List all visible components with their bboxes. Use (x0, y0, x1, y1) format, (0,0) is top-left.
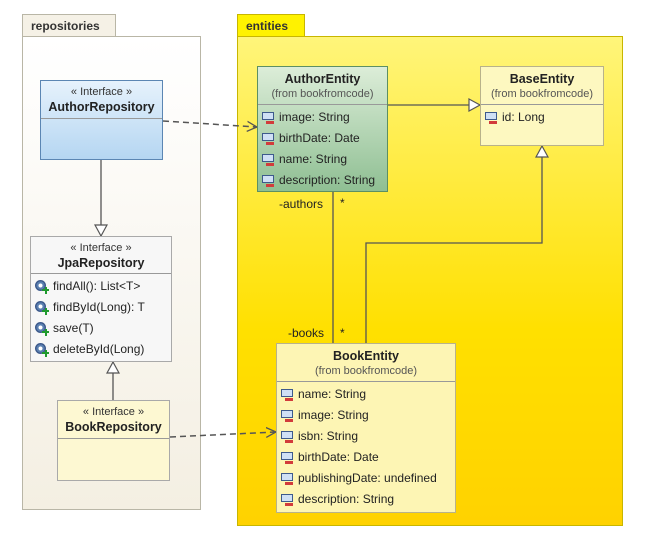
attributes-compartment: image: String birthDate: Date name: Stri… (258, 104, 387, 193)
attribute-label: description: String (279, 173, 376, 187)
public-operation-icon (35, 300, 49, 315)
association-role-authors: -authors (279, 197, 324, 211)
attribute-row[interactable]: description: String (281, 489, 451, 510)
operation-row[interactable]: findAll(): List<T> (35, 276, 167, 297)
attribute-row[interactable]: name: String (262, 149, 383, 170)
association-multiplicity-authors: * (340, 196, 345, 210)
private-attribute-icon (281, 409, 294, 422)
package-tab-repositories[interactable]: repositories (22, 14, 116, 36)
attribute-row[interactable]: birthDate: Date (281, 447, 451, 468)
private-attribute-icon (281, 451, 294, 464)
operations-compartment: findAll(): List<T> findById(Long): T sav… (31, 273, 171, 362)
class-name: AuthorEntity (284, 72, 361, 86)
attribute-label: image: String (298, 408, 369, 422)
attribute-row[interactable]: name: String (281, 384, 451, 405)
attributes-compartment: name: String image: String isbn: String … (277, 381, 455, 512)
attribute-label: isbn: String (298, 429, 359, 443)
operation-label: findById(Long): T (53, 300, 145, 314)
attribute-row[interactable]: description: String (262, 170, 383, 191)
private-attribute-icon (262, 132, 275, 145)
operation-label: findAll(): List<T> (53, 279, 141, 293)
private-attribute-icon (281, 493, 294, 506)
stereotype-label: « Interface » (70, 242, 132, 254)
class-name: BaseEntity (509, 72, 575, 86)
dependency-bookrepository-bookentity[interactable] (169, 432, 276, 437)
attribute-label: image: String (279, 110, 350, 124)
association-role-books: -books (288, 326, 325, 340)
class-name: JpaRepository (57, 256, 145, 270)
association-multiplicity-books: * (340, 326, 345, 340)
operation-row[interactable]: deleteById(Long) (35, 339, 167, 360)
dependency-authorrepository-authorentity[interactable] (162, 120, 257, 127)
attribute-row[interactable]: publishingDate: undefined (281, 468, 451, 489)
public-operation-icon (35, 342, 49, 357)
attribute-row[interactable]: image: String (262, 107, 383, 128)
private-attribute-icon (281, 472, 294, 485)
attribute-label: id: Long (502, 110, 545, 124)
operation-label: save(T) (53, 321, 94, 335)
stereotype-label: « Interface » (82, 406, 145, 418)
compartment-divider (58, 438, 169, 439)
private-attribute-icon (281, 388, 294, 401)
attribute-row[interactable]: isbn: String (281, 426, 451, 447)
package-origin-label: (from bookfromcode) (490, 88, 594, 100)
operation-label: deleteById(Long) (53, 342, 145, 356)
class-book-repository[interactable]: « Interface » BookRepository (57, 400, 170, 481)
attribute-label: publishingDate: undefined (298, 471, 437, 485)
private-attribute-icon (262, 111, 275, 124)
private-attribute-icon (262, 174, 275, 187)
operation-row[interactable]: findById(Long): T (35, 297, 167, 318)
class-jpa-repository[interactable]: « Interface » JpaRepository findAll(): L… (30, 236, 172, 362)
public-operation-icon (35, 321, 49, 336)
private-attribute-icon (485, 111, 498, 124)
attribute-row[interactable]: image: String (281, 405, 451, 426)
class-base-entity[interactable]: BaseEntity (from bookfromcode) id: Long (480, 66, 604, 146)
compartment-divider (41, 118, 162, 119)
attributes-compartment: id: Long (481, 104, 603, 130)
class-name: BookEntity (333, 349, 399, 363)
private-attribute-icon (262, 153, 275, 166)
class-name: BookRepository (65, 420, 162, 434)
public-operation-icon (35, 279, 49, 294)
attribute-label: name: String (279, 152, 348, 166)
operation-row[interactable]: save(T) (35, 318, 167, 339)
package-origin-label: (from bookfromcode) (271, 88, 374, 100)
attribute-label: birthDate: Date (279, 131, 360, 145)
generalization-bookentity-baseentity[interactable] (365, 146, 542, 343)
attribute-row[interactable]: id: Long (485, 107, 599, 128)
private-attribute-icon (281, 430, 294, 443)
attribute-label: birthDate: Date (298, 450, 379, 464)
package-tab-entities[interactable]: entities (237, 14, 305, 36)
class-name: AuthorRepository (48, 100, 155, 114)
stereotype-label: « Interface » (70, 86, 133, 98)
attribute-row[interactable]: birthDate: Date (262, 128, 383, 149)
class-author-repository[interactable]: « Interface » AuthorRepository (40, 80, 163, 160)
class-book-entity[interactable]: BookEntity (from bookfromcode) name: Str… (276, 343, 456, 513)
class-author-entity[interactable]: AuthorEntity (from bookfromcode) image: … (257, 66, 388, 192)
attribute-label: name: String (298, 387, 367, 401)
package-origin-label: (from bookfromcode) (314, 365, 418, 377)
attribute-label: description: String (298, 492, 395, 506)
